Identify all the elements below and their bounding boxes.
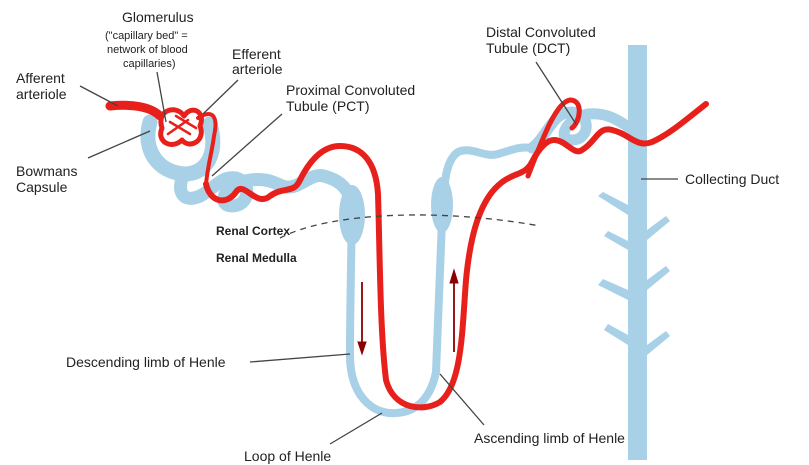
efferent-label-line-1: Efferent [232, 46, 281, 62]
afferent-label-line-2: arteriole [16, 86, 67, 102]
afferent-leader [80, 86, 118, 106]
dct-label-line-1: Distal Convoluted [486, 24, 596, 40]
pct-label-line-2: Tubule (PCT) [286, 98, 370, 114]
glomerulus-note-line-3: capillaries) [123, 58, 176, 70]
loop-leader [330, 413, 382, 444]
pct-leader [212, 114, 282, 176]
loop-of-henle-label: Loop of Henle [244, 448, 331, 464]
ascending-limb-label: Ascending limb of Henle [474, 430, 625, 446]
bowmans-label-line-2: Capsule [16, 179, 68, 195]
descending-limb-label: Descending limb of Henle [66, 354, 226, 370]
renal-cortex-label: Renal Cortex [216, 224, 290, 238]
dct-label-line-2: Tubule (DCT) [486, 40, 570, 56]
afferent-label-line-1: Afferent [16, 70, 65, 86]
collecting-duct [598, 45, 670, 460]
descending-leader [250, 354, 350, 362]
glomerulus-note-line-2: network of blood [107, 44, 188, 56]
bowmans-label-line-1: Bowmans [16, 163, 77, 179]
glomerulus-note-line-1: ("capillary bed" = [105, 30, 188, 42]
afferent-arteriole [110, 105, 160, 116]
bowmans-leader [88, 131, 150, 158]
renal-medulla-label: Renal Medulla [216, 251, 297, 265]
collecting-duct-label: Collecting Duct [685, 171, 779, 187]
glomerulus-title: Glomerulus [122, 9, 194, 25]
tubule-bulbs [339, 177, 453, 245]
pct-label-line-1: Proximal Convoluted [286, 82, 415, 98]
ascending-limb [436, 147, 532, 372]
cortex-medulla-boundary [280, 215, 540, 238]
efferent-leader [203, 80, 238, 114]
efferent-label-line-2: arteriole [232, 61, 283, 77]
